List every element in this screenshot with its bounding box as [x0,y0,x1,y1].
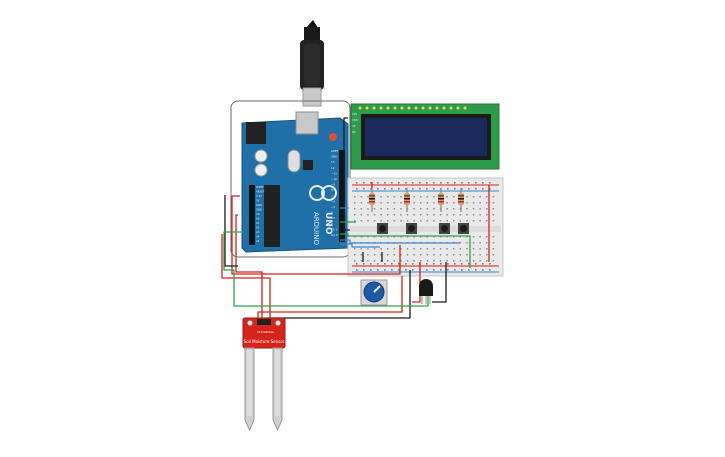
breadboard-holes [354,182,495,271]
arduino-uno-board[interactable]: ARDUINO UNO AREFGND1312~11~10~987~6~54~3… [241,111,349,253]
power-pin-label: 5V [256,199,260,203]
digital-pin-label: 4 [331,211,333,215]
wire-red[interactable] [235,214,263,322]
power-pin-label: A5 [256,239,260,243]
digital-pin-label: TX 1 [330,227,338,231]
usb-chip [303,160,313,170]
power-pin-label: GND [256,203,262,207]
power-pin-label: A2 [256,226,260,230]
wire-red[interactable] [231,195,401,275]
usb-port [295,111,319,135]
push-button[interactable] [439,223,450,234]
digital-pin-label: ~6 [331,199,335,203]
resistor[interactable] [404,188,410,212]
power-pin-label: Vin [256,212,260,216]
temperature-sensor-icon[interactable] [419,279,433,304]
usb-cable-icon [300,20,324,107]
digital-pin-label: AREF [331,149,339,153]
wire-black[interactable] [224,195,238,267]
sensor-label: Soil Moisture Sensor [244,339,285,344]
push-button[interactable] [458,223,469,234]
wire-green[interactable] [223,231,429,307]
lcd-pin-label: RS [352,130,356,134]
wire-green[interactable] [340,233,471,268]
power-pin-label: IOREF [256,185,264,189]
reset-button [329,133,337,141]
digital-pin-label: ~11 [331,171,337,175]
resistor[interactable] [458,188,464,212]
digital-pin-label: RX 0 [331,233,338,237]
breadboard-center-channel [350,226,501,232]
lcd-pin-label: VDD [352,118,358,122]
resistors [369,188,464,212]
wire-black[interactable] [432,262,447,303]
sensor-pin-label: GND [263,330,269,334]
lcd-pin-label: V0 [352,124,356,128]
power-jack [246,122,266,144]
digital-pin-label: GND [331,155,337,159]
lcd-pin-header [358,106,467,110]
power-pin-label: 3.3V [256,194,262,198]
power-header [249,185,255,245]
push-buttons [377,223,469,234]
digital-pin-label: ~5 [331,205,335,209]
power-pin-label: RESET [256,190,265,194]
sensor-pin-label: SIG [269,330,274,334]
push-button[interactable] [377,223,388,234]
arduino-logo [309,185,325,201]
digital-pin-label: 2 [331,222,333,226]
digital-header [339,150,345,242]
digital-pin-label: 8 [331,188,333,192]
capacitor [254,149,268,163]
wire-blue[interactable] [340,239,460,244]
power-pin-label: A0 [256,217,260,221]
power-pin-label: A3 [256,230,260,234]
lcd-screen [365,118,487,156]
board-model-label: UNO [323,212,333,235]
crystal [287,149,301,173]
digital-pin-label: 7 [331,194,333,198]
digital-pin-label: ~10 [331,177,337,181]
sensor-pin-label: VCC [257,330,263,334]
wire-black[interactable] [343,117,350,231]
atmega-chip [264,185,280,247]
wire-blue[interactable] [340,243,380,248]
digital-pin-label: 12 [331,166,335,170]
board-brand-label: ARDUINO [312,212,320,245]
wire-black[interactable] [265,270,411,322]
digital-pin-label: ~3 [331,216,335,220]
digital-pin-label: 13 [331,160,335,164]
power-pin-label: A4 [256,235,260,239]
wires [221,117,490,322]
digital-pin-label: ~9 [331,183,335,187]
capacitor [254,163,268,177]
wire-red[interactable] [221,234,271,322]
push-button[interactable] [406,223,417,234]
potentiometer-icon[interactable] [360,279,388,306]
wire-red[interactable] [412,262,421,303]
breadboard[interactable] [347,177,504,277]
resistor[interactable] [369,188,375,212]
power-pin-label: A1 [256,221,260,225]
wire-red[interactable] [257,276,403,322]
power-pin-label: GND [256,208,262,212]
resistor[interactable] [438,188,444,212]
lcd-pin-label: VSS [352,112,357,116]
